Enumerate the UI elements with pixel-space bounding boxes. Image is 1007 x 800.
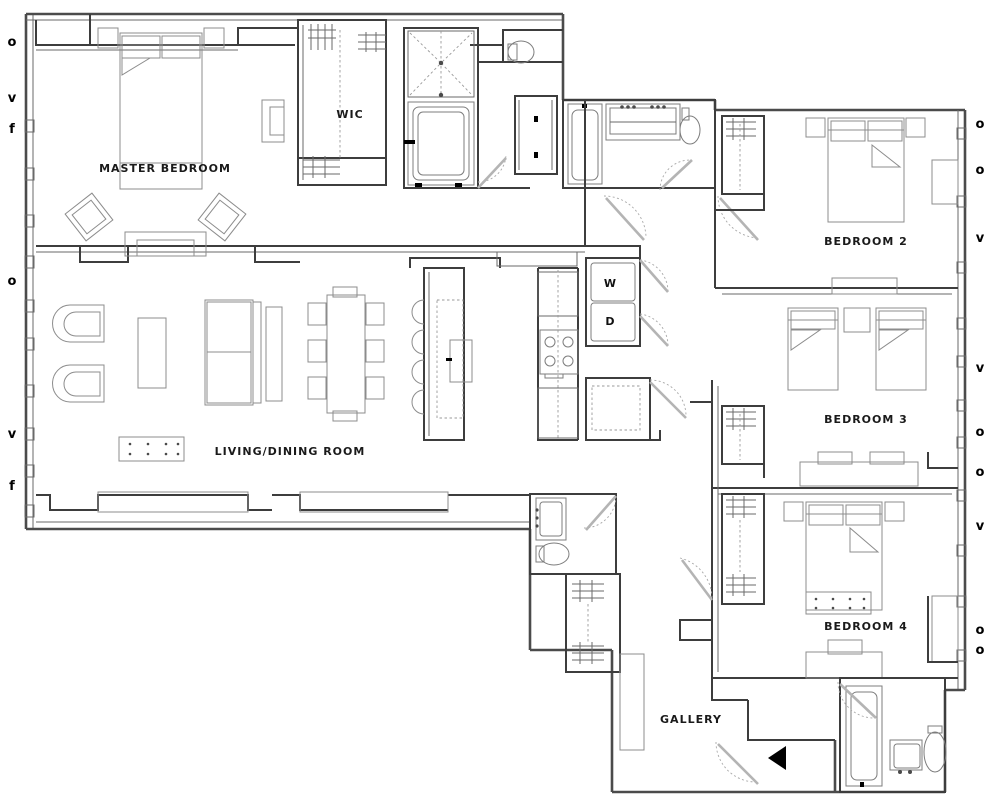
cooktop [539, 329, 579, 379]
master-bath-area [403, 27, 479, 189]
kitchen-area [409, 251, 687, 441]
label-gallery: GALLERY [660, 713, 722, 726]
bath4-sink [889, 739, 923, 774]
master-accent-chair-left [64, 192, 114, 242]
wic-rod-bottom [303, 156, 340, 178]
bar-stool-2 [411, 329, 425, 355]
master-tub [404, 101, 475, 186]
bedroom-2-area [716, 115, 959, 295]
powder-sink [535, 497, 567, 541]
label-master-bedroom: MASTER BEDROOM [99, 162, 231, 175]
label-wic: WIC [336, 108, 363, 121]
bedroom2-bed [805, 117, 926, 223]
toilet-master [507, 40, 535, 64]
living-rug [118, 436, 185, 462]
gallery-bench [619, 653, 645, 751]
master-wc-area [477, 28, 563, 189]
bedroom4-bath-area [837, 677, 947, 793]
master-bedroom-area [35, 14, 585, 263]
bedroom2-console [931, 159, 959, 205]
master-bed [97, 27, 225, 190]
label-living-dining-room: LIVING/DINING ROOM [215, 445, 366, 458]
master-accent-chair-right [197, 192, 247, 242]
entry-direction-arrow [768, 746, 786, 770]
powder-toilet [535, 542, 570, 566]
right-edge-markers: o o v v o o v o o [976, 117, 985, 658]
corridor-area [584, 100, 761, 258]
label-washer: W [604, 277, 616, 290]
living-armchair-1 [52, 304, 105, 343]
bar-stool-4 [411, 389, 425, 415]
bar-stool-3 [411, 359, 425, 385]
left-edge-markers: o v f o v f [8, 35, 17, 494]
left-marker-5: f [9, 479, 15, 494]
wic-rod-top [308, 24, 336, 50]
right-marker-1: o [976, 163, 985, 178]
bedroom2-bench [831, 277, 898, 295]
right-marker-6: v [976, 519, 985, 534]
left-marker-3: o [8, 274, 17, 289]
room-labels: MASTER BEDROOM WIC LIVING/DINING ROOM BE… [99, 108, 908, 726]
bedroom3-closet [721, 405, 765, 478]
label-bedroom-3: BEDROOM 3 [824, 413, 908, 426]
label-bedroom-2: BEDROOM 2 [824, 235, 908, 248]
dining-table [307, 286, 385, 422]
bedroom3-desk [799, 451, 919, 487]
wic-rod-right [358, 32, 386, 52]
right-window-ticks [956, 127, 967, 662]
bath4-toilet [923, 725, 947, 773]
living-armchair-2 [52, 364, 105, 403]
gallery-linen-closet [565, 573, 621, 673]
bedroom2-closet [716, 115, 765, 211]
bar-stool-1 [411, 299, 425, 325]
bath2-toilet [679, 107, 701, 145]
gallery-powder-room [529, 493, 645, 751]
living-sofa [204, 299, 283, 406]
bedroom3-twin-bed-1 [787, 307, 839, 391]
right-marker-8: o [976, 643, 985, 658]
bedroom4-bed [783, 501, 905, 611]
gallery-area [679, 557, 835, 785]
bedroom3-nightstand [843, 307, 871, 333]
left-marker-4: v [8, 427, 17, 442]
right-marker-3: v [976, 361, 985, 376]
right-marker-7: o [976, 623, 985, 638]
right-marker-0: o [976, 117, 985, 132]
bedroom4-rug [805, 591, 872, 615]
right-marker-2: v [976, 231, 985, 246]
left-marker-2: f [9, 122, 15, 137]
coffee-table [137, 317, 167, 389]
bedroom3-twin-bed-2 [875, 307, 927, 391]
label-dryer: D [605, 315, 614, 328]
living-dining-area [36, 286, 530, 513]
bath4-tub [845, 685, 883, 787]
bedroom4-closet [721, 493, 765, 605]
left-marker-0: o [8, 35, 17, 50]
bath2-vanity [605, 103, 681, 141]
appliance-labels: W D [604, 277, 616, 328]
right-marker-5: o [976, 465, 985, 480]
right-marker-4: o [976, 425, 985, 440]
bedroom-3-area [721, 307, 958, 487]
left-window-ticks [24, 119, 35, 518]
label-bedroom-4: BEDROOM 4 [824, 620, 908, 633]
laundry-closet [585, 257, 641, 347]
left-marker-1: v [8, 91, 17, 106]
wic-area [261, 19, 387, 186]
